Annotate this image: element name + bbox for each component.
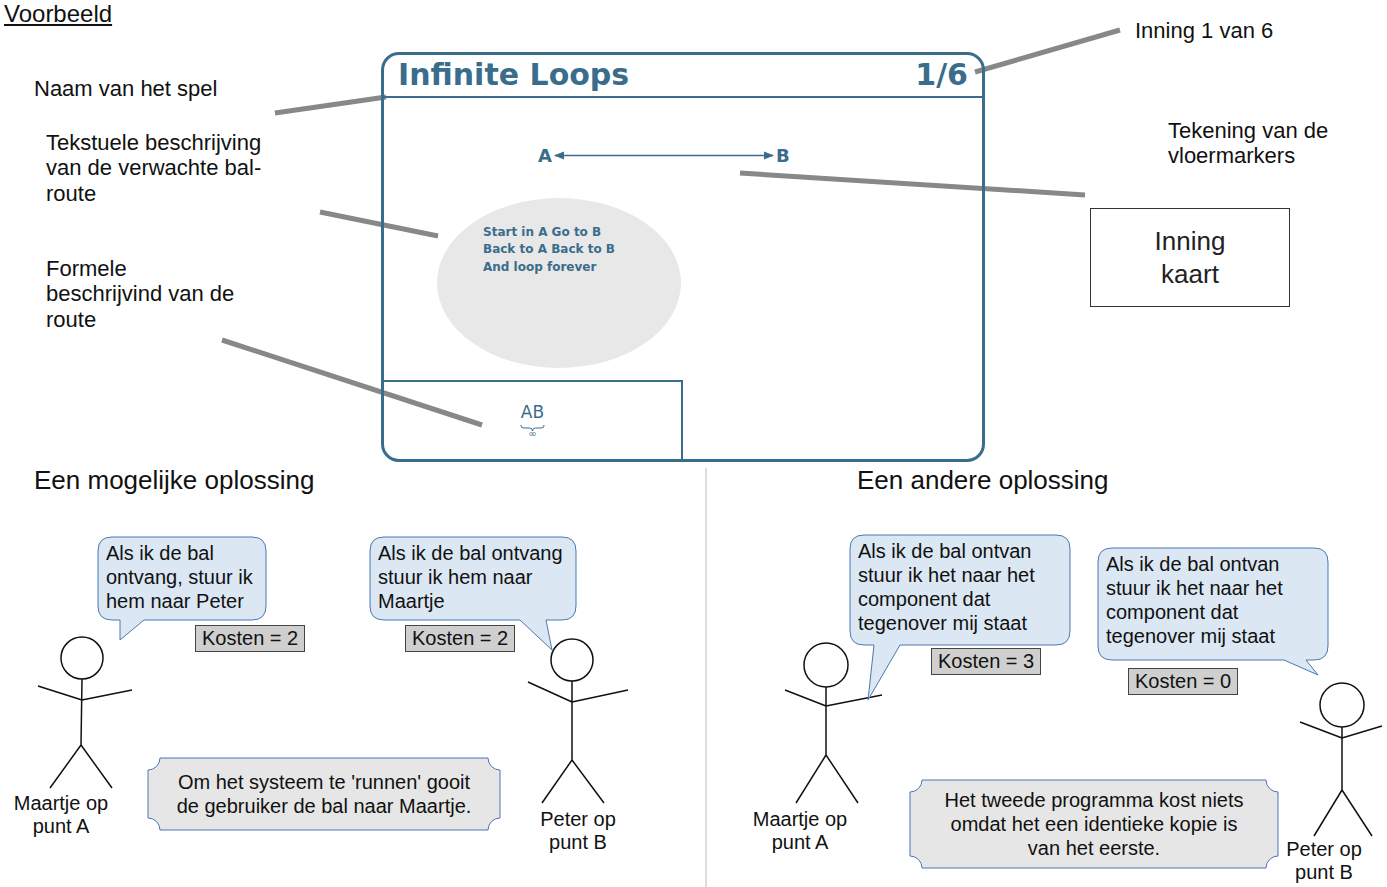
node-text: Kosten = 2	[202, 626, 298, 651]
ellipse-shape	[437, 198, 681, 368]
note-box: Om het systeem te 'runnen' gooit de gebr…	[148, 758, 500, 830]
note-box: Het tweede programma kost niets omdat he…	[910, 780, 1278, 868]
speech-bubble: Als ik de bal ontvan stuur ik het naar h…	[1098, 548, 1328, 660]
annotation: Tekstuele beschrijving van de verwachte …	[46, 130, 266, 206]
cost-label: Kosten = 3	[931, 648, 1041, 675]
figure-body	[38, 679, 132, 788]
node-text: Kosten = 0	[1135, 669, 1231, 694]
node-text: Inning kaart	[1125, 225, 1255, 290]
speech-bubble: Als ik de bal ontvang, stuur ik hem naar…	[98, 537, 266, 620]
annotation: Formele beschrijvind van de route	[46, 256, 246, 332]
figure-label: Maartje op punt A	[744, 808, 856, 854]
node-text: B	[776, 145, 790, 166]
node-text: Kosten = 3	[938, 649, 1034, 674]
figure-head	[1320, 683, 1364, 727]
figure-label: Peter op punt B	[1276, 838, 1372, 884]
header-rule	[384, 96, 982, 98]
ellipse-fill	[437, 198, 681, 368]
bubble-outline	[370, 537, 576, 650]
leader-line	[275, 97, 386, 113]
game-name: Infinite Loops	[398, 57, 629, 92]
inning-card: Infinite Loops1/6ABStart in A Go to B Ba…	[381, 52, 985, 462]
node-text: Als ik de bal ontvan stuur ik het naar h…	[858, 539, 1062, 635]
bubble-outline	[1098, 548, 1328, 675]
cost-label: Kosten = 0	[1128, 668, 1238, 695]
node-text: A	[538, 145, 552, 166]
stick-figure	[528, 639, 628, 803]
note-outline	[910, 780, 1278, 868]
leader-lines	[222, 30, 1120, 425]
figure-head	[61, 637, 103, 679]
cost-label: Kosten = 2	[195, 625, 305, 652]
leader-line	[320, 212, 438, 236]
figure-body	[528, 681, 628, 803]
node-text: Als ik de bal ontvang stuur ik hem naar …	[378, 541, 568, 613]
leader-line	[740, 173, 1085, 195]
leader-line	[222, 340, 482, 425]
bubble-outline	[850, 535, 1070, 700]
stick-figure	[785, 643, 882, 803]
node-text: Als ik de bal ontvan stuur ik het naar h…	[1106, 552, 1320, 648]
stick-figure	[38, 637, 132, 788]
speech-bubble: Als ik de bal ontvan stuur ik het naar h…	[850, 535, 1070, 645]
formal-route: AB ∞	[384, 380, 683, 459]
figure-label: Maartje op punt A	[5, 792, 117, 838]
node-text: Het tweede programma kost niets omdat he…	[936, 788, 1252, 860]
figure-body	[1300, 722, 1382, 836]
node-text: Start in A Go to B Back to A Back to B A…	[483, 224, 615, 276]
connector-arrow	[555, 155, 773, 157]
route-description: Start in A Go to B Back to A Back to B A…	[437, 198, 681, 368]
note-shape	[148, 758, 500, 830]
inning-number: 1/6	[915, 57, 968, 92]
figure-label: Peter op punt B	[530, 808, 626, 854]
annotation: Naam van het spel	[34, 76, 274, 101]
section-heading: Een andere oplossing	[857, 466, 1257, 496]
divider-line	[706, 468, 707, 887]
speech-bubble: Als ik de bal ontvang stuur ik hem naar …	[370, 537, 576, 620]
floor-marker: A	[538, 145, 552, 166]
brace-path	[521, 425, 544, 431]
node-text: Om het systeem te 'runnen' gooit de gebr…	[174, 770, 474, 818]
figure-body	[785, 687, 882, 803]
formula-text: AB	[521, 402, 544, 422]
stick-figure	[1300, 683, 1382, 836]
node-text: Als ik de bal ontvang, stuur ik hem naar…	[106, 541, 258, 613]
loop-symbol: ∞	[528, 428, 536, 439]
cost-label: Kosten = 2	[405, 625, 515, 652]
annotation: Inning 1 van 6	[1135, 18, 1375, 43]
note-outline	[148, 758, 500, 830]
leader-line	[975, 30, 1120, 72]
page-heading: Voorbeeld	[4, 0, 112, 28]
card-box: Inning kaart	[1090, 208, 1290, 307]
figure-head	[804, 643, 848, 687]
floor-marker: B	[776, 145, 790, 166]
node-text: Kosten = 2	[412, 626, 508, 651]
section-heading: Een mogelijke oplossing	[34, 466, 434, 496]
annotation: Tekening van de vloermarkers	[1168, 118, 1378, 169]
figure-head	[551, 639, 593, 681]
